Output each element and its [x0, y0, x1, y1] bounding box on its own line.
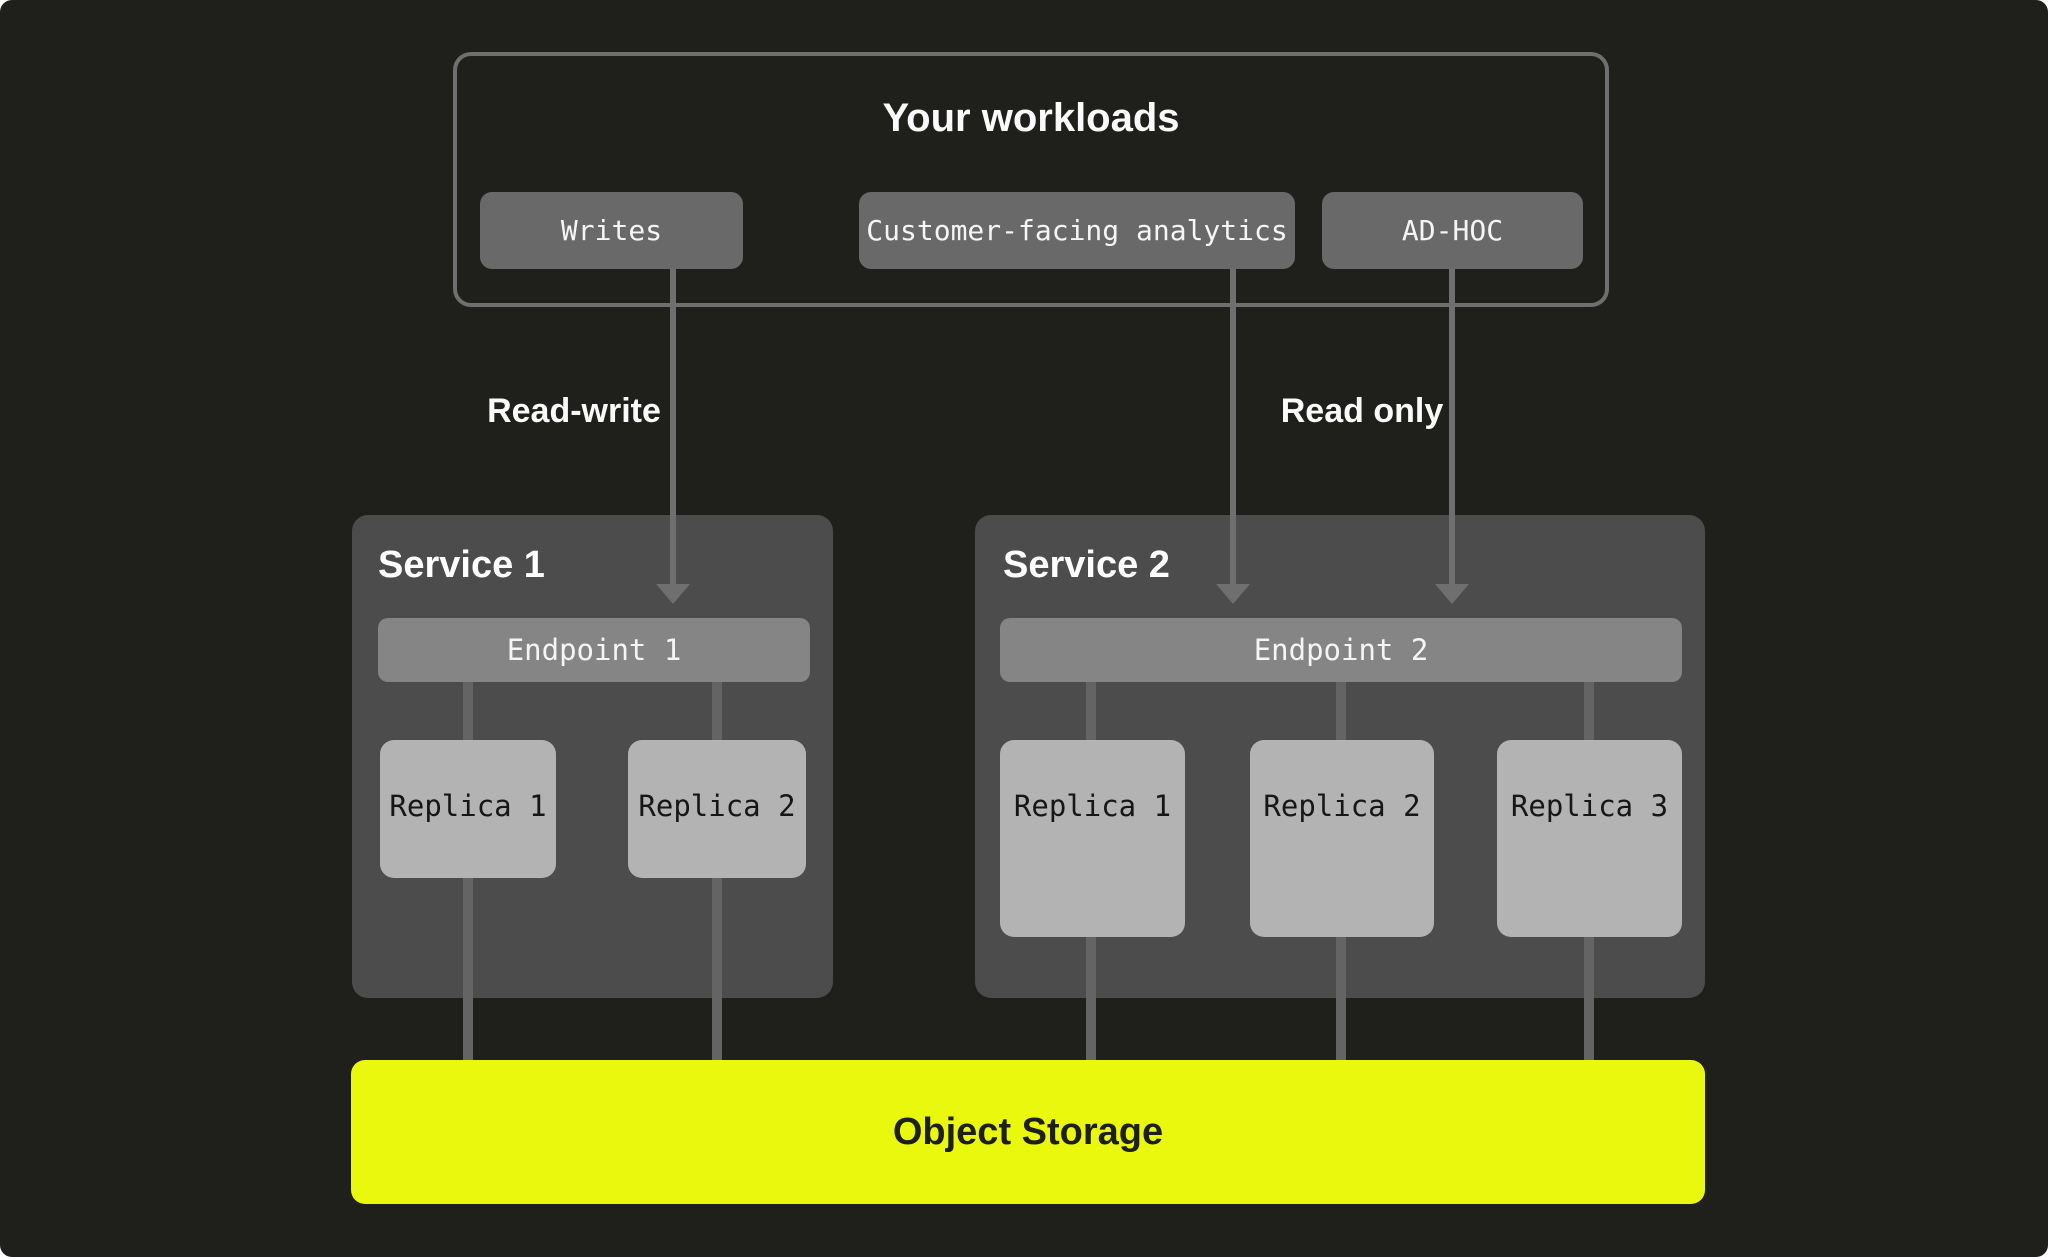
read-only-arrowhead-icon-adhoc — [1435, 584, 1469, 604]
read-write-label: Read-write — [487, 392, 661, 430]
read-only-label: Read only — [1280, 392, 1444, 430]
workload-chip-writes: Writes — [480, 192, 743, 269]
service-2-replica-2-label: Replica 2 — [1263, 789, 1421, 823]
read-only-arrow-line-adhoc — [1449, 269, 1455, 584]
read-write-arrow-line — [670, 269, 676, 584]
service-2-replica-1-label: Replica 1 — [1013, 789, 1172, 823]
service-2-replica-3-label: Replica 3 — [1510, 789, 1669, 823]
your-workloads-title: Your workloads — [882, 96, 1180, 140]
read-write-arrowhead-icon — [656, 584, 690, 604]
service-1-replica-2: Replica 2 — [628, 740, 806, 878]
your-workloads-group — [453, 52, 1609, 307]
service-2-replica-3: Replica 3 — [1497, 740, 1682, 937]
service-2-title: Service 2 — [1003, 544, 1170, 586]
service-2-replica-2: Replica 2 — [1250, 740, 1434, 937]
service-1-endpoint: Endpoint 1 — [378, 618, 810, 682]
object-storage-label: Object Storage — [892, 1110, 1164, 1153]
service-2-endpoint: Endpoint 2 — [1000, 618, 1682, 682]
object-storage-bar: Object Storage — [351, 1060, 1705, 1204]
workload-chip-ad-hoc: AD-HOC — [1322, 192, 1583, 269]
service-2-replica-1: Replica 1 — [1000, 740, 1185, 937]
read-only-arrow-line-analytics — [1230, 269, 1236, 584]
workload-chip-customer-facing-analytics: Customer-facing analytics — [859, 192, 1295, 269]
service-1-endpoint-label: Endpoint 1 — [506, 633, 682, 667]
workload-chip-ad-hoc-label: AD-HOC — [1401, 214, 1504, 247]
service-1-replica-1-label: Replica 1 — [389, 789, 547, 823]
service-1-replica-1: Replica 1 — [380, 740, 556, 878]
service-2-endpoint-label: Endpoint 2 — [1253, 633, 1429, 667]
workload-chip-writes-label: Writes — [560, 214, 663, 247]
workload-chip-customer-facing-analytics-label: Customer-facing analytics — [866, 214, 1288, 247]
service-1-replica-2-label: Replica 2 — [638, 789, 796, 823]
service-1-title: Service 1 — [378, 544, 545, 586]
read-only-arrowhead-icon-analytics — [1216, 584, 1250, 604]
